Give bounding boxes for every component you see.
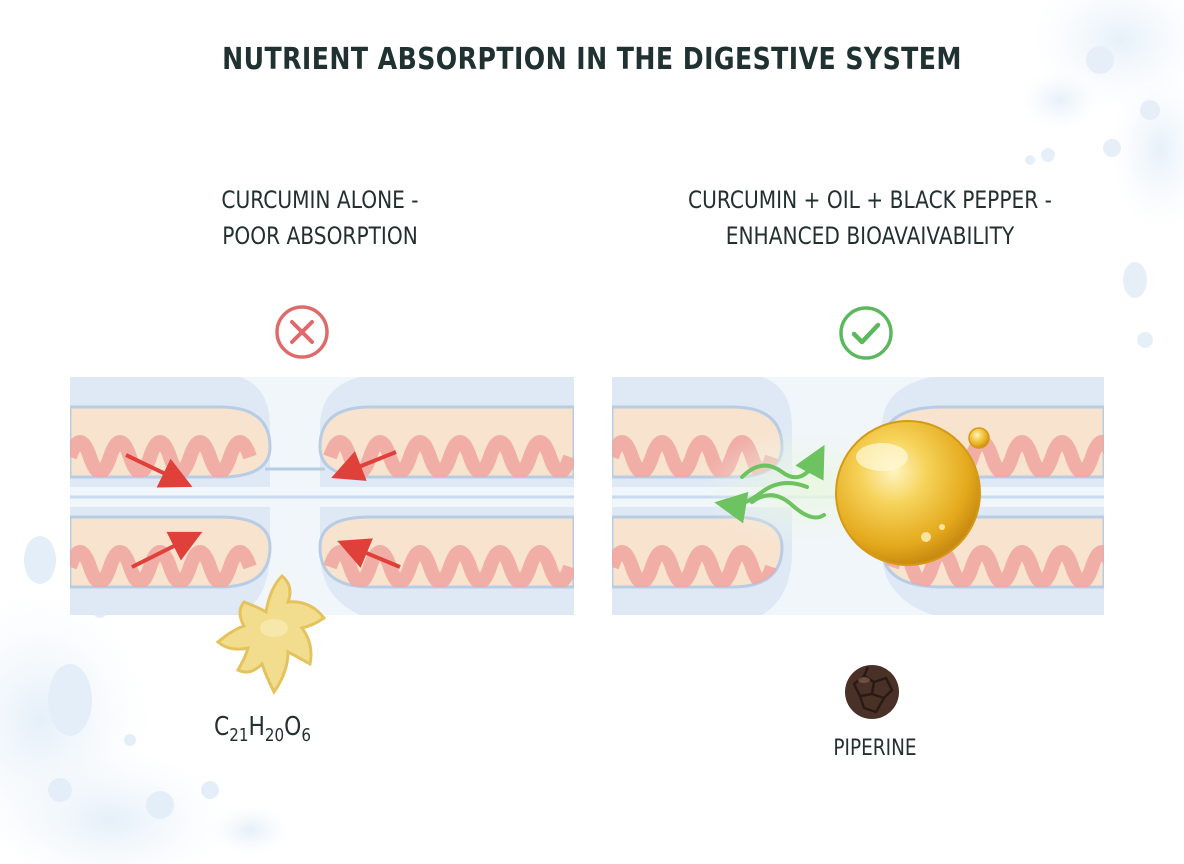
check-circle-icon (836, 303, 896, 363)
piperine-label: PIPERINE (804, 736, 947, 761)
curcumin-particle (214, 572, 332, 698)
page-title: NUTRIENT ABSORPTION IN THE DIGESTIVE SYS… (95, 42, 1090, 77)
right-heading-line2: ENHANCED BIOAVAIVABILITY (643, 218, 1097, 254)
left-heading-line2: POOR ABSORPTION (144, 218, 497, 254)
right-heading-line1: CURCUMIN + OIL + BLACK PEPPER - (643, 182, 1097, 218)
right-panel-heading: CURCUMIN + OIL + BLACK PEPPER - ENHANCED… (643, 182, 1097, 254)
curcumin-formula: C21H20O6 (214, 712, 311, 746)
villus-bottom-right (320, 517, 574, 587)
villus-top-left (70, 407, 270, 477)
cross-circle-icon (272, 302, 332, 362)
left-panel-heading: CURCUMIN ALONE - POOR ABSORPTION (144, 182, 497, 254)
left-heading-line1: CURCUMIN ALONE - (144, 182, 497, 218)
right-intestine-diagram (612, 377, 1104, 615)
black-pepper-icon (842, 662, 902, 722)
